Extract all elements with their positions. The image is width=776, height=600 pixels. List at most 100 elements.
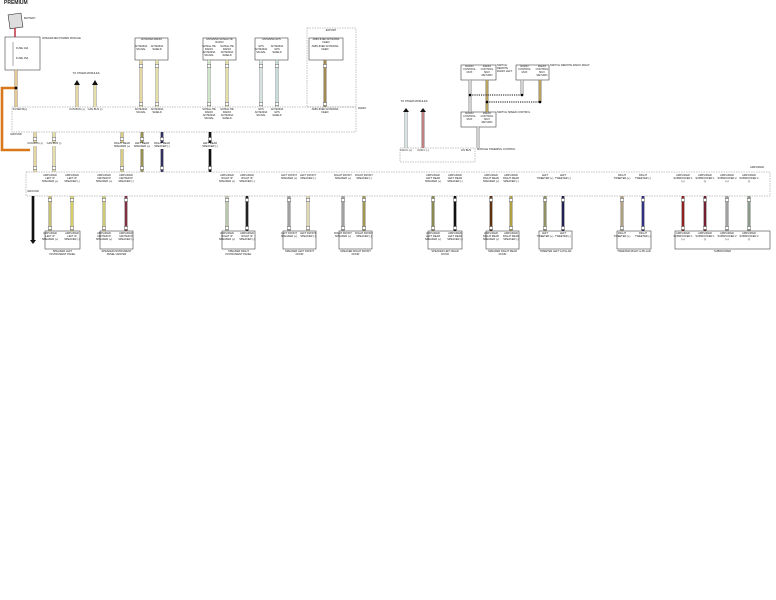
- connector-pin: [681, 198, 686, 202]
- radio-box: [11, 106, 357, 133]
- connector-pin: [224, 64, 229, 68]
- connector-pin: [561, 198, 566, 202]
- speaker-box: [338, 230, 373, 250]
- connector-pin: [725, 198, 730, 202]
- battery-icon: [7, 12, 24, 30]
- connector-pin: [154, 64, 159, 68]
- antenna-module-box: [254, 37, 289, 61]
- antenna-module-box: [202, 37, 237, 61]
- ground-icon: [30, 240, 36, 244]
- connector-pin: [259, 102, 264, 106]
- connector-pin: [69, 198, 74, 202]
- connector-pin: [119, 166, 124, 170]
- connector-pin: [362, 226, 367, 230]
- connector-pin: [123, 198, 128, 202]
- connector-pin: [207, 166, 212, 170]
- amplifier-box: [25, 171, 771, 197]
- connector-pin: [154, 102, 159, 106]
- speaker-box: [538, 230, 573, 250]
- splice-dot: [14, 86, 18, 90]
- arrow-icon: [403, 108, 409, 112]
- connector-pin: [259, 64, 264, 68]
- speaker-box: [44, 230, 81, 250]
- speaker-box: [427, 230, 463, 250]
- connector-pin: [489, 198, 494, 202]
- connector-pin: [48, 198, 53, 202]
- connector-pin: [431, 198, 436, 202]
- switch-box: [460, 111, 497, 128]
- arrow-icon: [74, 80, 80, 85]
- connector-pin: [323, 102, 328, 106]
- connector-pin: [206, 102, 211, 106]
- connector-pin: [224, 198, 229, 202]
- connector-pin: [138, 102, 143, 106]
- orange-power-wire: [0, 86, 30, 152]
- connector-pin: [139, 137, 144, 141]
- connector-pin: [341, 198, 346, 202]
- connector-pin: [681, 226, 686, 230]
- splice-dot: [538, 100, 542, 104]
- connector-pin: [641, 226, 646, 230]
- antenna-module-box: [308, 37, 344, 61]
- connector-pin: [224, 226, 229, 230]
- speaker-box: [485, 230, 520, 250]
- power-module-box: [4, 36, 41, 71]
- connector-pin: [620, 198, 625, 202]
- connector-pin: [725, 226, 730, 230]
- switch-box: [460, 64, 497, 81]
- connector-pin: [101, 198, 106, 202]
- connector-pin: [275, 102, 280, 106]
- arrow-icon: [420, 108, 426, 112]
- arrow-icon: [92, 80, 98, 85]
- connector-pin: [287, 226, 292, 230]
- connector-pin: [489, 226, 494, 230]
- antenna-module-box: [134, 37, 169, 61]
- connector-pin: [431, 226, 436, 230]
- splice-dot: [485, 100, 489, 104]
- connector-pin: [306, 226, 311, 230]
- speaker-box: [282, 230, 317, 250]
- speaker-box: [616, 230, 652, 250]
- connector-pin: [101, 226, 106, 230]
- connector-pin: [69, 226, 74, 230]
- mux-splice-wires: [470, 94, 540, 103]
- connector-pin: [52, 166, 57, 170]
- connector-pin: [561, 226, 566, 230]
- connector-pin: [159, 137, 164, 141]
- export-box: [306, 27, 357, 108]
- connector-pin: [287, 198, 292, 202]
- page-title: PREMIUM: [4, 0, 28, 6]
- switch-box: [515, 64, 550, 81]
- connector-pin: [703, 198, 708, 202]
- connector-pin: [275, 64, 280, 68]
- splice-dot: [468, 93, 472, 97]
- connector-pin: [224, 102, 229, 106]
- connector-pin: [543, 226, 548, 230]
- connector-pin: [453, 226, 458, 230]
- connector-pin: [33, 166, 38, 170]
- connector-pin: [509, 198, 514, 202]
- connector-pin: [206, 64, 211, 68]
- connector-pin: [244, 198, 249, 202]
- connector-pin: [747, 198, 752, 202]
- connector-pin: [747, 226, 752, 230]
- connector-pin: [119, 137, 124, 141]
- connector-pin: [52, 137, 57, 141]
- connector-pin: [306, 198, 311, 202]
- connector-pin: [509, 226, 514, 230]
- speaker-box: [221, 230, 256, 250]
- steering-module-box: [399, 147, 476, 163]
- connector-pin: [641, 198, 646, 202]
- speaker-box: [674, 230, 771, 250]
- connector-pin: [207, 137, 212, 141]
- connector-pin: [543, 198, 548, 202]
- connector-pin: [453, 198, 458, 202]
- speaker-box: [99, 230, 134, 250]
- connector-pin: [323, 64, 328, 68]
- connector-pin: [138, 64, 143, 68]
- connector-pin: [48, 226, 53, 230]
- connector-pin: [620, 226, 625, 230]
- splice-dot: [520, 93, 524, 97]
- connector-pin: [33, 137, 38, 141]
